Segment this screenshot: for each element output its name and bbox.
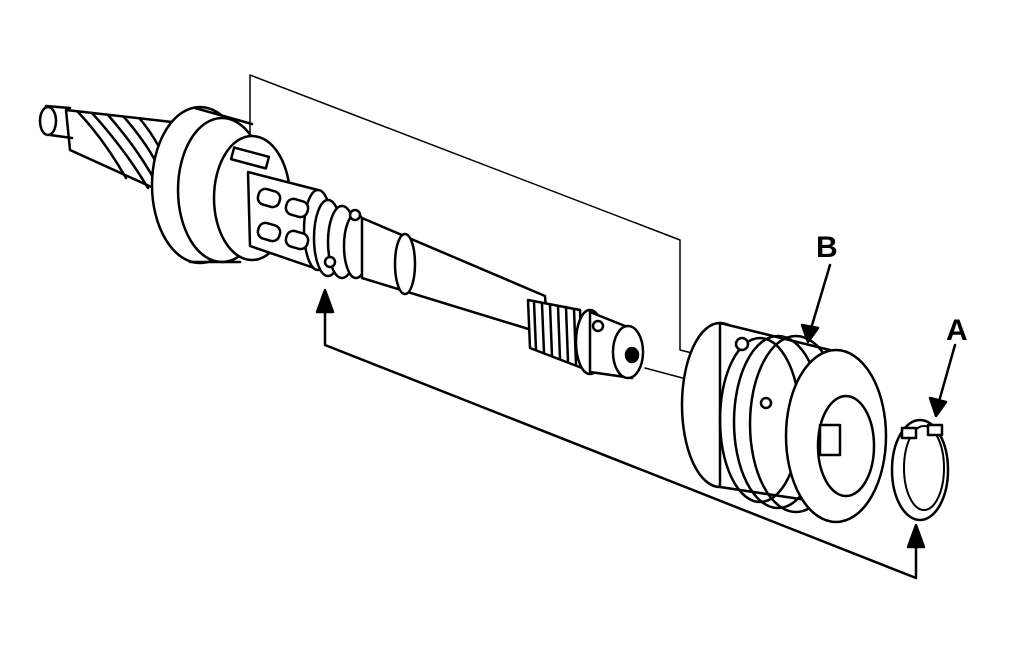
end-splines	[526, 298, 584, 370]
snap-ring-a	[890, 418, 950, 522]
main-shaft	[360, 216, 550, 337]
leader-b	[800, 263, 832, 344]
shaft-assembly	[38, 104, 721, 389]
label-b: B	[816, 231, 838, 264]
leader-a	[928, 343, 957, 418]
sleeve-b	[680, 321, 888, 524]
shaft-tip	[574, 308, 721, 389]
grooved-section	[312, 198, 370, 280]
installation-bracket	[315, 288, 926, 580]
label-a: A	[946, 314, 968, 347]
